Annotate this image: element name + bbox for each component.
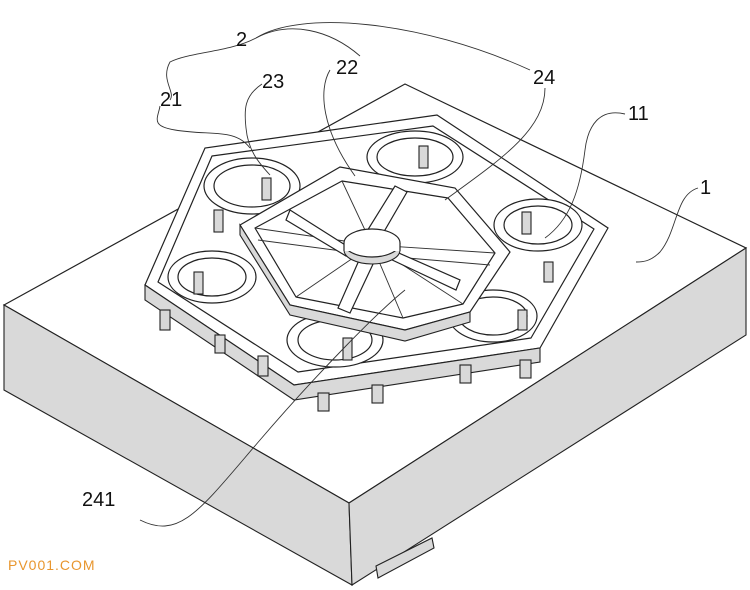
tray-legs [159,309,532,412]
label-24: 24 [533,67,555,89]
leader-241 [139,289,406,527]
watermark: PV001.COM [8,557,96,573]
leader-11 [544,112,626,239]
leader-24 [444,87,546,201]
ring-cups [167,130,583,368]
label-2: 2 [236,29,247,51]
tray-inner-rim [157,125,595,373]
label-1: 1 [700,177,711,199]
leader-22 [323,69,356,177]
octagon-frame-side [239,223,471,342]
label-23: 23 [262,71,284,93]
label-21: 21 [160,89,182,111]
ring-cup-4 [167,250,257,304]
central-hub [343,228,401,265]
ring-cup-1 [203,157,301,233]
label-22: 22 [336,57,358,79]
octagon-cage [239,166,511,342]
leader-lines [139,22,699,527]
part-labels: 2 21 23 22 24 11 1 241 [82,29,711,511]
label-11: 11 [628,103,649,125]
ring-cup-2 [366,130,464,184]
leader-1 [635,187,699,263]
ring-cup-3 [493,198,583,283]
base-right-face [348,246,747,586]
rotor-arms [285,185,461,314]
tray-side [144,283,541,401]
leader-23 [244,83,271,176]
label-241: 241 [82,489,115,511]
leader-2 [166,37,257,101]
base-foot [375,537,435,579]
leader-21 [156,105,251,149]
octagon-frame-inner [254,180,496,319]
